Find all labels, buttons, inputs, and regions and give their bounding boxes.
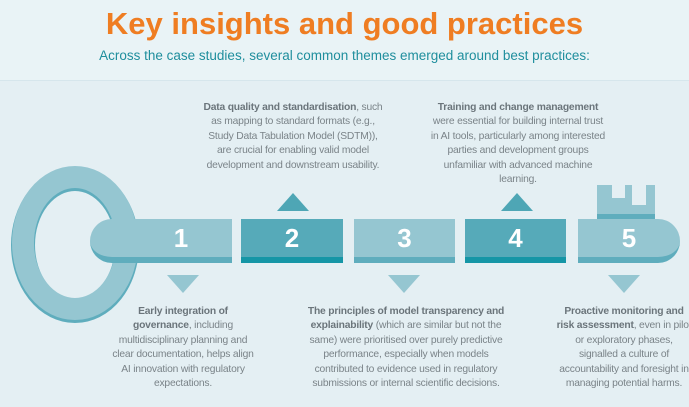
- step-3-text: The principles of model transparency and…: [300, 305, 512, 391]
- step-3-heading: The principles of model transparency and…: [307, 306, 505, 332]
- step-4-segment: 4: [465, 219, 566, 263]
- step-3-segment: 3: [354, 219, 455, 263]
- step-number: 1: [173, 222, 189, 253]
- step-1-body: , including multidisciplinary planning a…: [112, 320, 254, 390]
- arrow-up-icon: [501, 193, 533, 211]
- step-5-body: , even in pilot or exploratory phases, s…: [559, 320, 689, 390]
- arrow-down-icon: [388, 275, 420, 293]
- arrow-down-icon: [608, 275, 640, 293]
- step-number: 2: [284, 222, 300, 253]
- step-5-text: Proactive monitoring and risk assessment…: [556, 305, 689, 391]
- step-number: 5: [621, 222, 637, 253]
- arrow-down-icon: [167, 275, 199, 293]
- step-number: 4: [508, 222, 523, 253]
- step-2-heading: Data quality and standardisation: [203, 102, 357, 113]
- step-number: 3: [397, 222, 412, 253]
- step-1-heading: Early integration of governance: [133, 306, 228, 332]
- page-title: Key insights and good practices: [105, 6, 584, 41]
- page-subtitle: Across the case studies, several common …: [99, 48, 590, 63]
- step-4-heading: Training and change management: [437, 102, 599, 113]
- step-1-text: Early integration of governance, includi…: [112, 305, 254, 391]
- step-2-body: , such as mapping to standard formats (e…: [206, 102, 383, 171]
- step-1-segment: 1: [90, 219, 232, 263]
- step-5-heading: Proactive monitoring and risk assessment: [556, 306, 684, 332]
- arrow-up-icon: [277, 193, 309, 211]
- step-5-segment: 5: [578, 219, 680, 263]
- header-band: [0, 0, 689, 81]
- step-2-text: Data quality and standardisation, such a…: [202, 101, 384, 173]
- step-4-body: were essential for building internal tru…: [430, 116, 606, 186]
- step-4-text: Training and change management were esse…: [430, 101, 606, 187]
- step-2-segment: 2: [241, 219, 343, 263]
- step-3-body: (which are similar but not the same) wer…: [309, 320, 503, 390]
